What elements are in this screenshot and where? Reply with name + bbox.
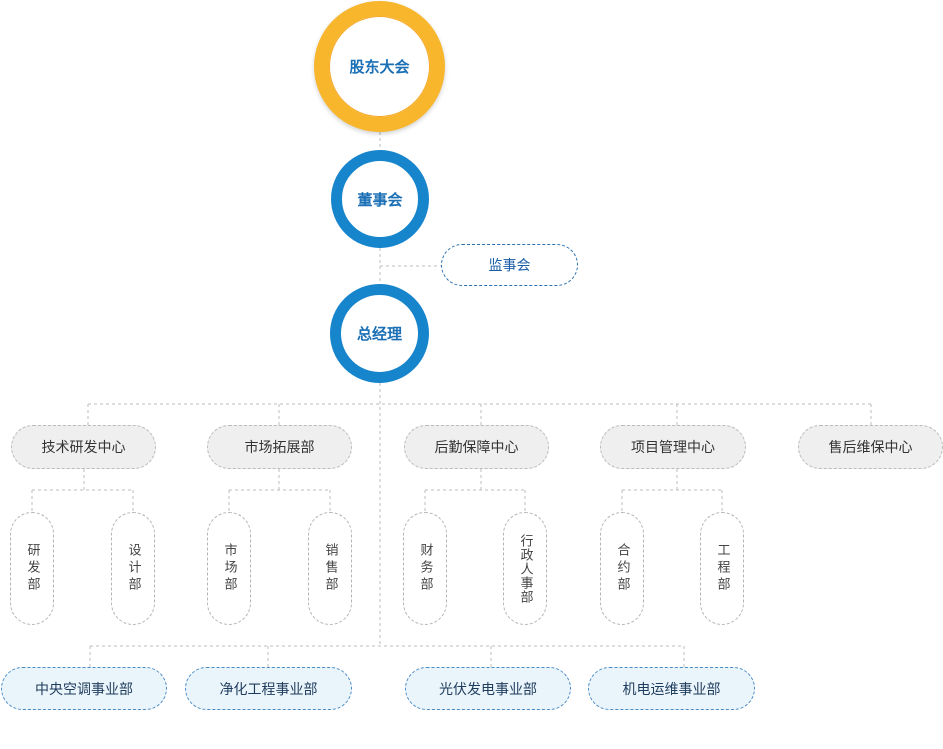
dept-contract-node: 合约部: [600, 512, 644, 625]
general-manager-node: 总经理: [330, 284, 429, 383]
dept-engineering-node: 工程部: [700, 512, 744, 625]
center-aftersales-node: 售后维保中心: [798, 425, 943, 469]
bu-solar-node: 光伏发电事业部: [405, 667, 571, 710]
center-project-node: 项目管理中心: [600, 425, 746, 469]
center-logistics-node: 后勤保障中心: [404, 425, 549, 469]
bu-mep-node: 机电运维事业部: [588, 667, 755, 710]
supervisory-board-node: 监事会: [441, 244, 578, 286]
bu-hvac-node: 中央空调事业部: [1, 667, 167, 710]
dept-market-node: 市场部: [207, 512, 251, 625]
center-rnd-node: 技术研发中心: [11, 425, 156, 469]
dept-finance-node: 财务部: [403, 512, 447, 625]
dept-rnd-node: 研发部: [10, 512, 54, 625]
dept-hr-node: 行政人事部: [503, 512, 547, 625]
dept-design-node: 设计部: [111, 512, 155, 625]
center-market-node: 市场拓展部: [207, 425, 352, 469]
shareholders-meeting-node: 股东大会: [314, 1, 445, 132]
dept-sales-node: 销售部: [308, 512, 352, 625]
bu-cleanroom-node: 净化工程事业部: [185, 667, 352, 710]
board-of-directors-node: 董事会: [331, 150, 429, 248]
